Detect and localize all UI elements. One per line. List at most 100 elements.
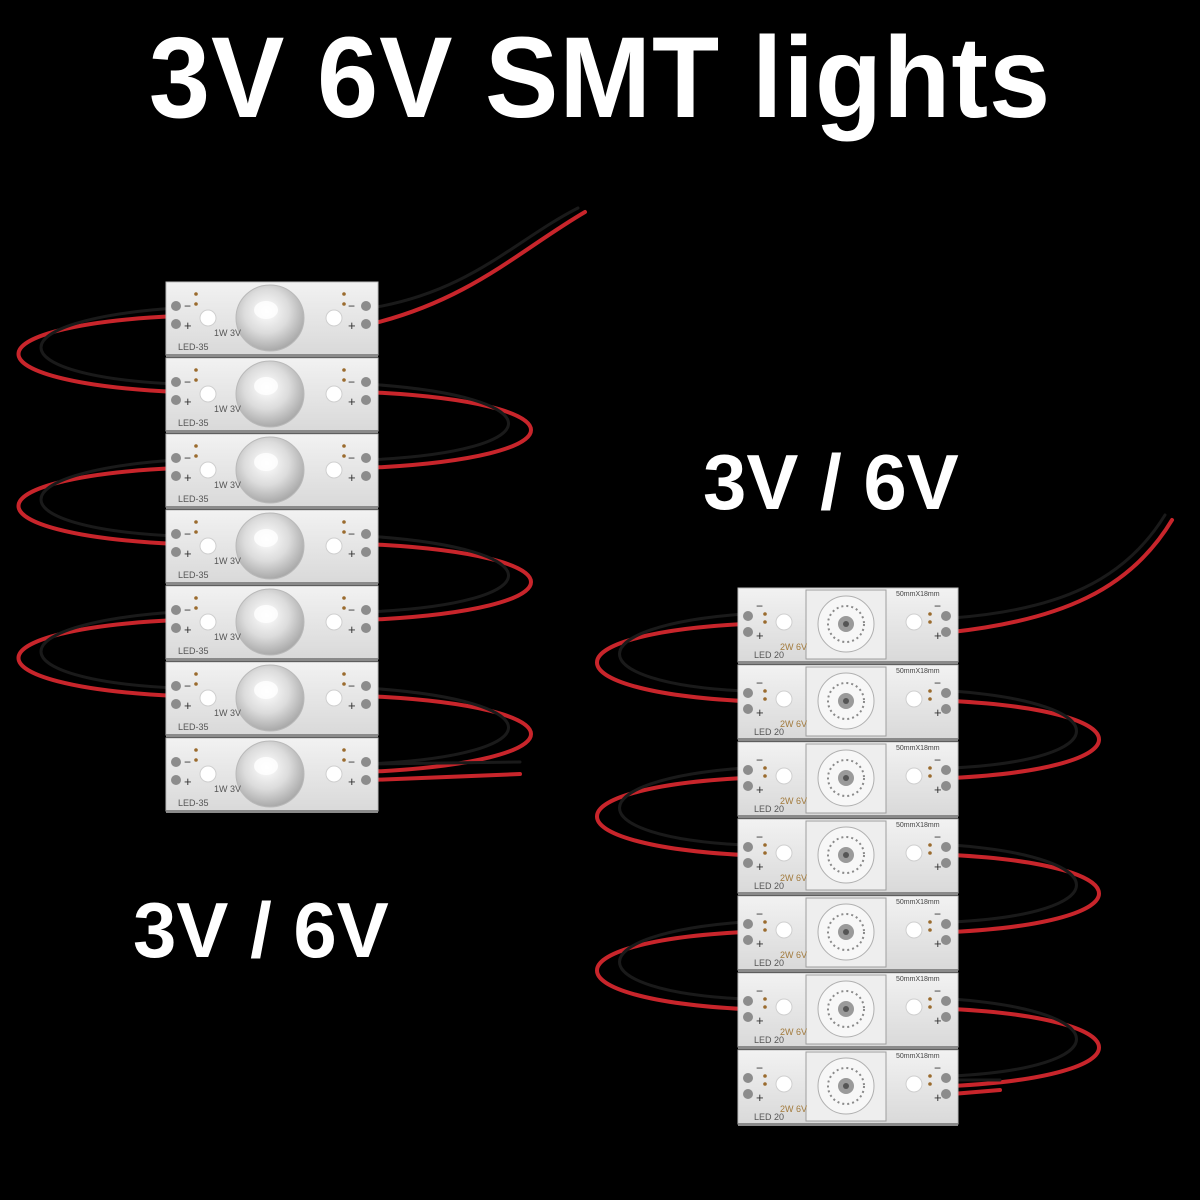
wire — [16, 466, 178, 546]
solder-pad — [941, 765, 951, 775]
trace-dot — [763, 851, 767, 855]
wire — [595, 776, 746, 857]
solder-pad — [171, 775, 181, 785]
wire — [950, 843, 1078, 924]
wire — [950, 1007, 1101, 1088]
mount-hole — [199, 461, 217, 479]
trace-dot — [763, 843, 767, 847]
solder-pad — [361, 395, 371, 405]
board-rating-label: 1W 3V — [214, 328, 241, 338]
solder-pad — [941, 688, 951, 698]
lens-size-label: 50mmX18mm — [896, 899, 940, 906]
plus-mark: + — [756, 1013, 764, 1028]
wire — [595, 622, 746, 703]
minus-mark: − — [184, 527, 191, 541]
board-model-label: LED-35 — [178, 418, 209, 428]
minus-mark: − — [348, 755, 355, 769]
minus-mark: − — [934, 676, 941, 690]
solder-pad — [743, 627, 753, 637]
trace-dot — [763, 928, 767, 932]
board-seam — [166, 810, 378, 813]
minus-mark: − — [348, 527, 355, 541]
lens-size-label: 50mmX18mm — [896, 591, 940, 598]
solder-pad — [743, 842, 753, 852]
board-seam — [166, 430, 378, 433]
lens-size-label: 50mmX18mm — [896, 1053, 940, 1060]
plus-mark: + — [756, 705, 764, 720]
trace-dot — [342, 368, 346, 372]
solder-pad — [743, 611, 753, 621]
board-model-label: LED 20 — [754, 804, 784, 814]
plus-mark: + — [934, 705, 942, 720]
wire — [364, 382, 510, 462]
plus-mark: + — [184, 318, 192, 333]
board-seam — [166, 734, 378, 737]
board-seam — [166, 658, 378, 661]
wire — [39, 306, 178, 386]
minus-mark: − — [934, 907, 941, 921]
wire — [39, 458, 178, 538]
board-model-label: LED 20 — [754, 1035, 784, 1045]
board-model-label: LED 20 — [754, 958, 784, 968]
minus-mark: − — [184, 299, 191, 313]
lens-ring — [827, 682, 865, 720]
trace-dot — [928, 612, 932, 616]
mount-hole — [775, 767, 793, 785]
solder-pad — [941, 996, 951, 1006]
lens-size-label: 50mmX18mm — [896, 668, 940, 675]
solder-pad — [743, 935, 753, 945]
solder-pad — [941, 781, 951, 791]
trace-dot — [194, 454, 198, 458]
trace-dot — [763, 1082, 767, 1086]
solder-pad — [743, 1089, 753, 1099]
lens-highlight — [254, 453, 278, 471]
trace-dot — [194, 596, 198, 600]
solder-pad — [171, 623, 181, 633]
board-seam — [738, 1123, 958, 1126]
trace-dot — [194, 378, 198, 382]
wire — [364, 686, 510, 766]
led-core — [843, 775, 849, 781]
led-core — [843, 698, 849, 704]
minus-mark: − — [934, 984, 941, 998]
trace-dot — [342, 530, 346, 534]
solder-pad — [171, 395, 181, 405]
board-rating-label: 2W 6V — [780, 642, 807, 652]
trace-dot — [928, 620, 932, 624]
plus-mark: + — [934, 782, 942, 797]
mount-hole — [775, 1075, 793, 1093]
board-model-label: LED-35 — [178, 646, 209, 656]
trace-dot — [342, 682, 346, 686]
plus-mark: + — [934, 859, 942, 874]
mount-hole — [775, 998, 793, 1016]
wire — [618, 920, 746, 1001]
mount-hole — [199, 385, 217, 403]
board-seam — [738, 661, 958, 664]
trace-dot — [342, 378, 346, 382]
plus-mark: + — [184, 622, 192, 637]
lens-ring — [827, 759, 865, 797]
solder-pad — [361, 699, 371, 709]
solder-pad — [171, 605, 181, 615]
plus-mark: + — [348, 318, 356, 333]
solder-pad — [361, 757, 371, 767]
plus-mark: + — [756, 782, 764, 797]
plus-mark: + — [934, 628, 942, 643]
trace-dot — [763, 1074, 767, 1078]
trace-dot — [928, 997, 932, 1001]
board-model-label: LED-35 — [178, 494, 209, 504]
mount-hole — [325, 385, 343, 403]
solder-pad — [941, 704, 951, 714]
minus-mark: − — [348, 375, 355, 389]
wire — [618, 612, 746, 693]
solder-pad — [361, 319, 371, 329]
lens-highlight — [254, 377, 278, 395]
solder-pad — [171, 471, 181, 481]
solder-pad — [743, 781, 753, 791]
lens-size-label: 50mmX18mm — [896, 976, 940, 983]
solder-pad — [171, 301, 181, 311]
mount-hole — [325, 765, 343, 783]
solder-pad — [171, 699, 181, 709]
